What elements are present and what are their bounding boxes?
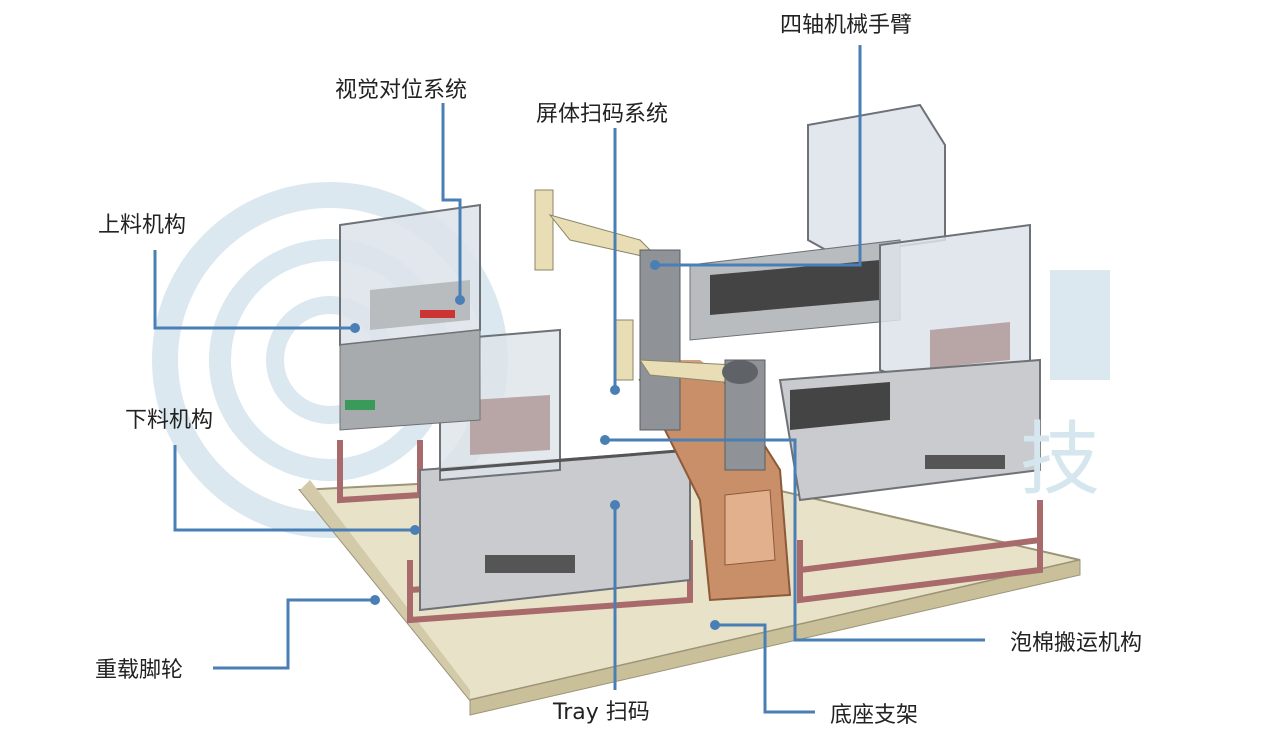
- loading-module: [339, 203, 481, 431]
- label-base-bracket: 底座支架: [830, 703, 919, 728]
- front-left-module: [419, 328, 691, 612]
- robot-arm: [534, 189, 766, 471]
- label-vision-alignment: 视觉对位系统: [335, 78, 468, 103]
- label-tray-scan: Tray 扫码: [553, 700, 650, 725]
- watermark-char: 技: [1020, 413, 1100, 506]
- label-four-axis-arm: 四轴机械手臂: [780, 13, 913, 38]
- label-unloading: 下料机构: [125, 408, 214, 433]
- leader-dots: [350, 260, 720, 630]
- label-foam-transfer: 泡棉搬运机构: [1010, 631, 1143, 656]
- label-caster: 重载脚轮: [95, 658, 184, 683]
- label-loading: 上料机构: [98, 213, 187, 238]
- leader-lines: [153, 45, 985, 714]
- front-right-module: [778, 223, 1041, 502]
- label-screen-scan: 屏体扫码系统: [536, 102, 669, 127]
